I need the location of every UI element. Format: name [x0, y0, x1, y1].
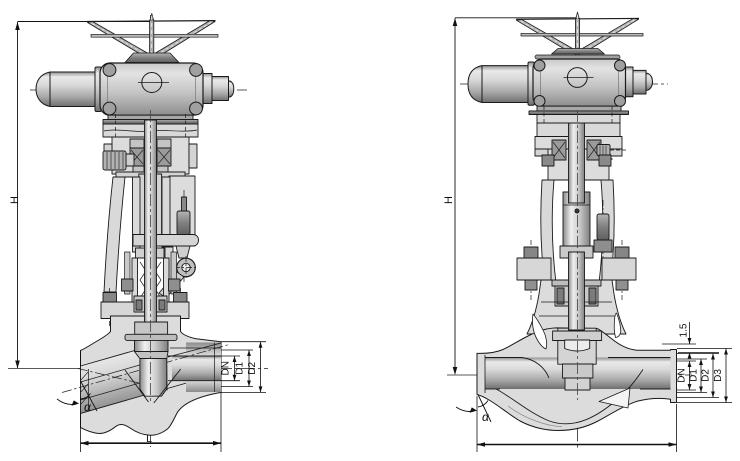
svg-text:H: H — [443, 196, 455, 204]
svg-text:D1: D1 — [235, 361, 246, 374]
svg-text:H: H — [9, 196, 21, 204]
svg-text:1.5: 1.5 — [679, 323, 690, 337]
svg-text:L: L — [146, 433, 152, 445]
svg-text:α: α — [482, 410, 490, 424]
svg-text:DN: DN — [221, 361, 232, 375]
svg-text:D3: D3 — [713, 369, 724, 382]
svg-text:D1: D1 — [689, 369, 700, 382]
svg-text:α: α — [84, 400, 92, 414]
svg-text:DN: DN — [677, 368, 688, 382]
svg-text:D2: D2 — [701, 369, 712, 382]
svg-text:D2: D2 — [247, 361, 258, 374]
